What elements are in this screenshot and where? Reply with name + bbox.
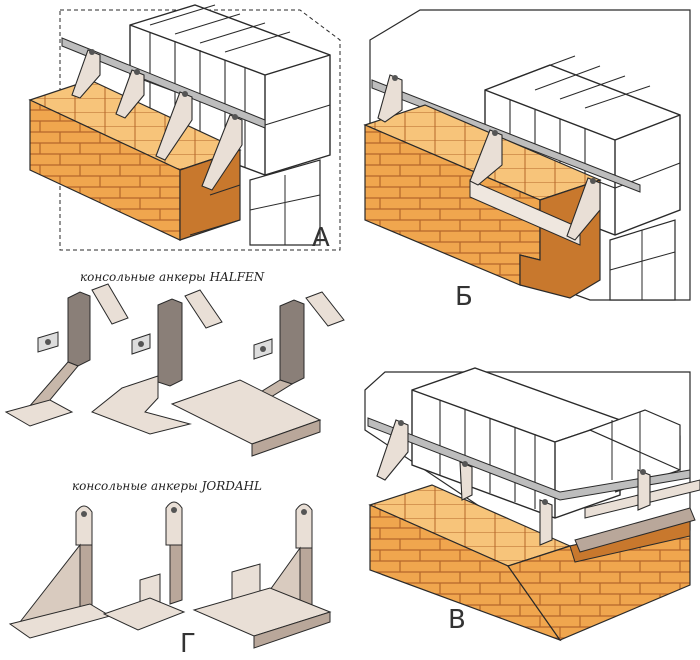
panel-v-brick-cladding (368, 484, 691, 642)
halfen-caption: консольные анкеры HALFEN (80, 270, 265, 284)
jordahl-anchors: Г (8, 501, 332, 659)
panel-b-label: Б (455, 282, 473, 312)
jordahl-anchor-1 (8, 505, 112, 639)
panel-a-wall-section: А (28, 4, 341, 253)
halfen-anchor-2 (91, 289, 223, 435)
panel-v-corner-section: В (364, 367, 700, 642)
panel-v-label: В (448, 605, 466, 635)
panel-a-brick-cladding (28, 79, 242, 241)
panel-a-anchors (71, 49, 243, 191)
halfen-anchor-1 (4, 283, 129, 427)
jordahl-anchor-3 (192, 503, 332, 649)
panel-b-anchors (377, 74, 601, 241)
halfen-anchors (4, 283, 345, 457)
jordahl-caption: консольные анкеры JORDAHL (72, 479, 262, 493)
panel-v-anchors (376, 419, 700, 553)
jordahl-anchor-2 (102, 501, 186, 631)
panel-g-label: Г (180, 629, 196, 659)
halfen-anchor-3 (170, 291, 345, 457)
panel-b-wall-section: Б (363, 9, 691, 312)
panel-a-label: А (312, 223, 330, 253)
